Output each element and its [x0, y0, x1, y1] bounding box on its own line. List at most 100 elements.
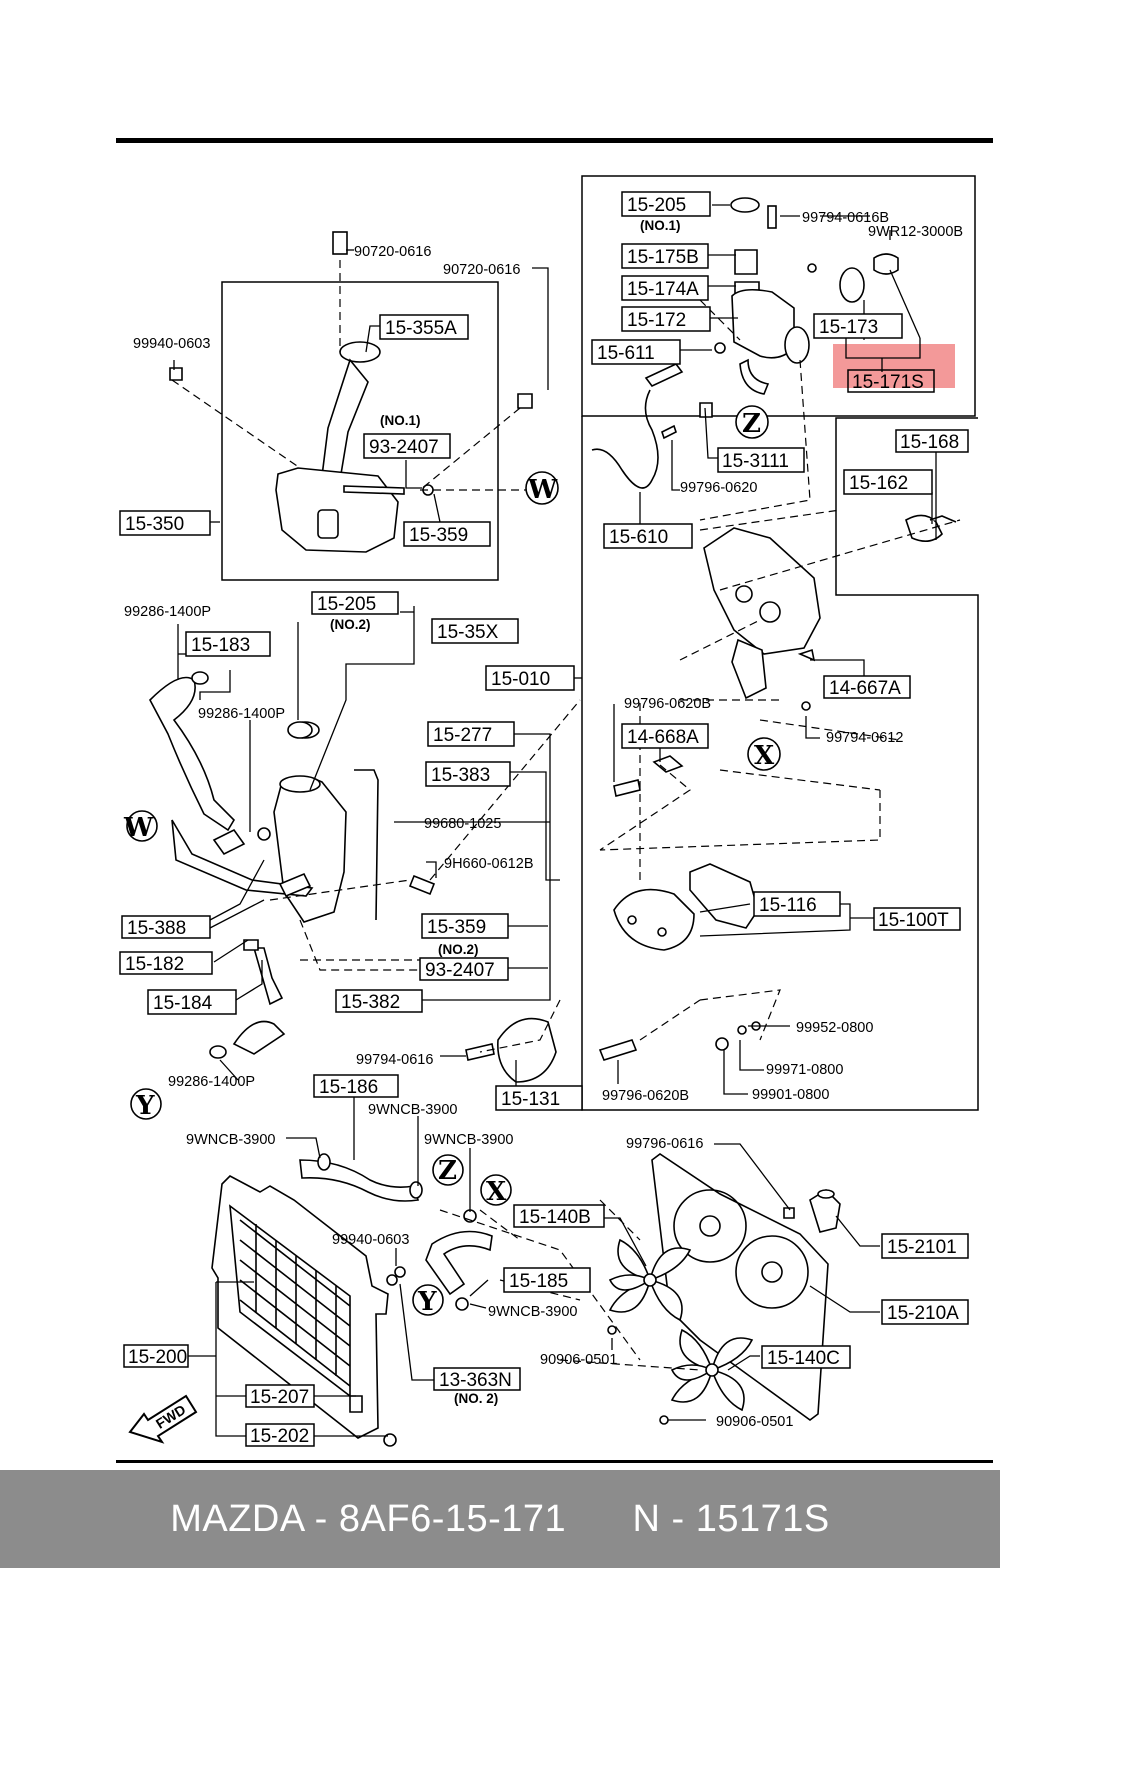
label-99796-0620[interactable]: 99796-0620 — [680, 480, 757, 496]
label-15-186[interactable]: 15-186 — [319, 1077, 378, 1098]
label-14-668a[interactable]: 14-668A — [627, 727, 699, 748]
note-no1-tank: (NO.1) — [380, 413, 421, 428]
label-15-173[interactable]: 15-173 — [819, 317, 878, 338]
box-15-116 — [753, 891, 841, 917]
box-15-359b — [421, 913, 509, 939]
label-99796-0620b-a[interactable]: 99796-0620B — [624, 696, 711, 712]
top-rule — [116, 138, 993, 143]
label-15-383[interactable]: 15-383 — [431, 765, 490, 786]
water-pump-drawing — [598, 514, 957, 1061]
box-15-162 — [843, 469, 933, 495]
box-15-382 — [335, 989, 423, 1013]
label-15-162[interactable]: 15-162 — [849, 473, 908, 494]
label-15-611[interactable]: 15-611 — [597, 343, 655, 364]
label-15-382[interactable]: 15-382 — [341, 992, 400, 1013]
label-15-010[interactable]: 15-010 — [491, 669, 550, 690]
marker-z-top: Z — [742, 409, 761, 439]
parts-diagram-sheet: FWD 15-205 (NO.1) 99794-0616B 9WR12-3000… — [116, 138, 993, 1463]
note-no1-top: (NO.1) — [640, 218, 681, 233]
label-9h660-0612b[interactable]: 9H660-0612B — [444, 856, 534, 872]
label-15-205-no1[interactable]: 15-205 — [627, 195, 686, 216]
label-99794-0612[interactable]: 99794-0612 — [826, 730, 903, 746]
label-9wr12-3000b[interactable]: 9WR12-3000B — [868, 224, 963, 240]
box-15-200 — [123, 1344, 189, 1368]
hose-and-tank-drawing — [126, 671, 557, 1120]
label-15-200[interactable]: 15-200 — [128, 1347, 187, 1368]
label-15-2101[interactable]: 15-2101 — [887, 1237, 957, 1258]
label-15-3111[interactable]: 15-3111 — [722, 451, 789, 472]
label-99971-0800[interactable]: 99971-0800 — [766, 1062, 843, 1078]
label-93-2407-a[interactable]: 93-2407 — [369, 437, 439, 458]
label-15-175b[interactable]: 15-175B — [627, 247, 699, 268]
label-15-140b[interactable]: 15-140B — [519, 1207, 591, 1228]
label-99286-1400p-a[interactable]: 99286-1400P — [124, 604, 211, 620]
label-15-35x[interactable]: 15-35X — [437, 622, 499, 643]
cooling-system-exploded-diagram: FWD 15-205 (NO.1) 99794-0616B 9WR12-3000… — [116, 138, 993, 1463]
box-15-168 — [895, 429, 969, 453]
label-15-202[interactable]: 15-202 — [250, 1426, 309, 1447]
label-14-667a[interactable]: 14-667A — [829, 678, 901, 699]
box-15-2101 — [881, 1233, 969, 1259]
footer-gap — [566, 1498, 632, 1541]
label-15-140c[interactable]: 15-140C — [767, 1348, 840, 1369]
label-15-388[interactable]: 15-388 — [127, 918, 186, 939]
label-15-168[interactable]: 15-168 — [900, 432, 959, 453]
label-9wncb-3900-b[interactable]: 9WNCB-3900 — [186, 1132, 275, 1148]
label-99940-0603-a[interactable]: 99940-0603 — [133, 336, 210, 352]
marker-x-top: X — [754, 741, 775, 771]
label-99794-0616b[interactable]: 99794-0616B — [802, 210, 889, 226]
forward-arrow: FWD — [128, 1394, 198, 1444]
label-90906-0501-a[interactable]: 90906-0501 — [540, 1352, 617, 1368]
label-15-359-b[interactable]: 15-359 — [427, 917, 486, 938]
label-15-610[interactable]: 15-610 — [609, 527, 668, 548]
note-no2-c: (NO. 2) — [454, 1391, 498, 1406]
label-99286-1400p-b[interactable]: 99286-1400P — [198, 706, 285, 722]
label-99680-1025[interactable]: 99680-1025 — [424, 816, 501, 832]
box-15-359a — [403, 521, 491, 547]
label-15-359-a[interactable]: 15-359 — [409, 525, 468, 546]
label-99901-0800[interactable]: 99901-0800 — [752, 1087, 829, 1103]
label-9wncb-3900-d[interactable]: 9WNCB-3900 — [488, 1304, 577, 1320]
label-90906-0501-b[interactable]: 90906-0501 — [716, 1414, 793, 1430]
label-9wncb-3900-c[interactable]: 9WNCB-3900 — [424, 1132, 513, 1148]
label-15-355a[interactable]: 15-355A — [385, 318, 457, 339]
label-15-174a[interactable]: 15-174A — [627, 279, 699, 300]
label-15-205-no2[interactable]: 15-205 — [317, 594, 376, 615]
label-99940-0603-b[interactable]: 99940-0603 — [332, 1232, 409, 1248]
box-15-173 — [813, 313, 903, 339]
label-13-363n[interactable]: 13-363N — [439, 1370, 512, 1391]
label-15-172[interactable]: 15-172 — [627, 310, 686, 331]
label-15-207[interactable]: 15-207 — [250, 1387, 309, 1408]
label-93-2407-b[interactable]: 93-2407 — [425, 960, 495, 981]
box-15-010 — [485, 665, 575, 691]
label-15-131[interactable]: 15-131 — [501, 1089, 560, 1110]
label-90720-0616-a[interactable]: 90720-0616 — [354, 244, 431, 260]
label-15-350[interactable]: 15-350 — [125, 514, 184, 535]
label-99796-0616[interactable]: 99796-0616 — [626, 1136, 703, 1152]
label-15-171s[interactable]: 15-171S — [852, 372, 924, 393]
label-15-277[interactable]: 15-277 — [433, 725, 492, 746]
reserve-tank-dash — [171, 260, 526, 491]
label-15-182[interactable]: 15-182 — [125, 954, 184, 975]
label-15-116[interactable]: 15-116 — [759, 895, 817, 916]
box-14-667a — [823, 675, 911, 699]
water-pump-leaders — [574, 452, 937, 1095]
label-15-100t[interactable]: 15-100T — [878, 910, 949, 931]
label-99286-1400p-c[interactable]: 99286-1400P — [168, 1074, 255, 1090]
sensor-wire — [591, 389, 659, 489]
footer-part-number: MAZDA - 8AF6-15-171 — [170, 1497, 567, 1540]
box-93-2407b — [419, 957, 509, 981]
label-15-184[interactable]: 15-184 — [153, 993, 213, 1014]
label-15-183[interactable]: 15-183 — [191, 635, 250, 656]
label-90720-0616-b[interactable]: 90720-0616 — [443, 262, 520, 278]
water-pump-dash — [599, 509, 961, 1041]
label-99952-0800[interactable]: 99952-0800 — [796, 1020, 873, 1036]
label-9wncb-3900-a[interactable]: 9WNCB-3900 — [368, 1102, 457, 1118]
label-99796-0620b-b[interactable]: 99796-0620B — [602, 1088, 689, 1104]
box-15-210a — [881, 1299, 969, 1325]
box-15-131 — [495, 1085, 583, 1111]
label-99794-0616-c[interactable]: 99794-0616 — [356, 1052, 433, 1068]
label-15-210a[interactable]: 15-210A — [887, 1303, 959, 1324]
label-15-185[interactable]: 15-185 — [509, 1271, 568, 1292]
box-15-3111 — [717, 447, 805, 473]
